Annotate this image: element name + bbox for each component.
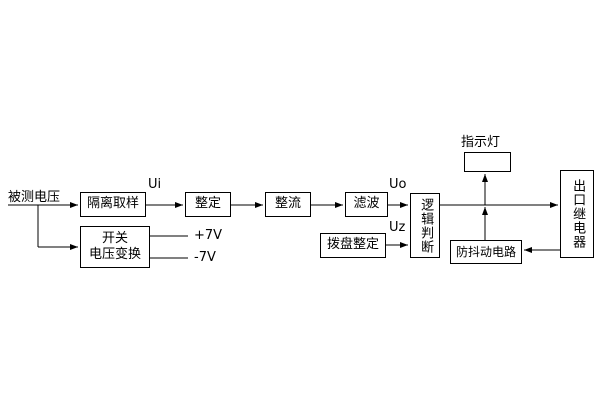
block-switch-voltage-conversion: 开关 电压变换 [80,226,150,268]
block-rectifier: 整流 [265,192,311,217]
block-filter: 滤波 [345,192,388,217]
signal-label-ui: Ui [148,177,162,192]
block-dial-setting: 拨盘整定 [320,233,386,258]
label-measured-voltage: 被测电压 [8,190,61,205]
block-setting: 整定 [185,192,231,217]
block-switch-voltage-conversion-text: 开关 电压变换 [89,231,141,264]
switch-conversion-line2: 电压变换 [88,247,141,262]
label-indicator-lamp: 指示灯 [461,135,501,150]
indicator-lamp-box [464,152,511,172]
block-anti-jitter-circuit: 防抖动电路 [450,240,522,264]
switch-conversion-line1: 开关 [101,230,128,246]
block-logic-judgment: 逻辑判断 [410,193,440,258]
block-output-relay: 出口继电器 [560,170,594,258]
signal-label-uz: Uz [389,220,406,235]
signal-label-minus-7v: -7V [194,250,216,265]
signal-label-uo: Uo [389,177,407,192]
block-isolation-sampling: 隔离取样 [80,192,146,217]
signal-label-plus-7v: +7V [194,228,223,243]
